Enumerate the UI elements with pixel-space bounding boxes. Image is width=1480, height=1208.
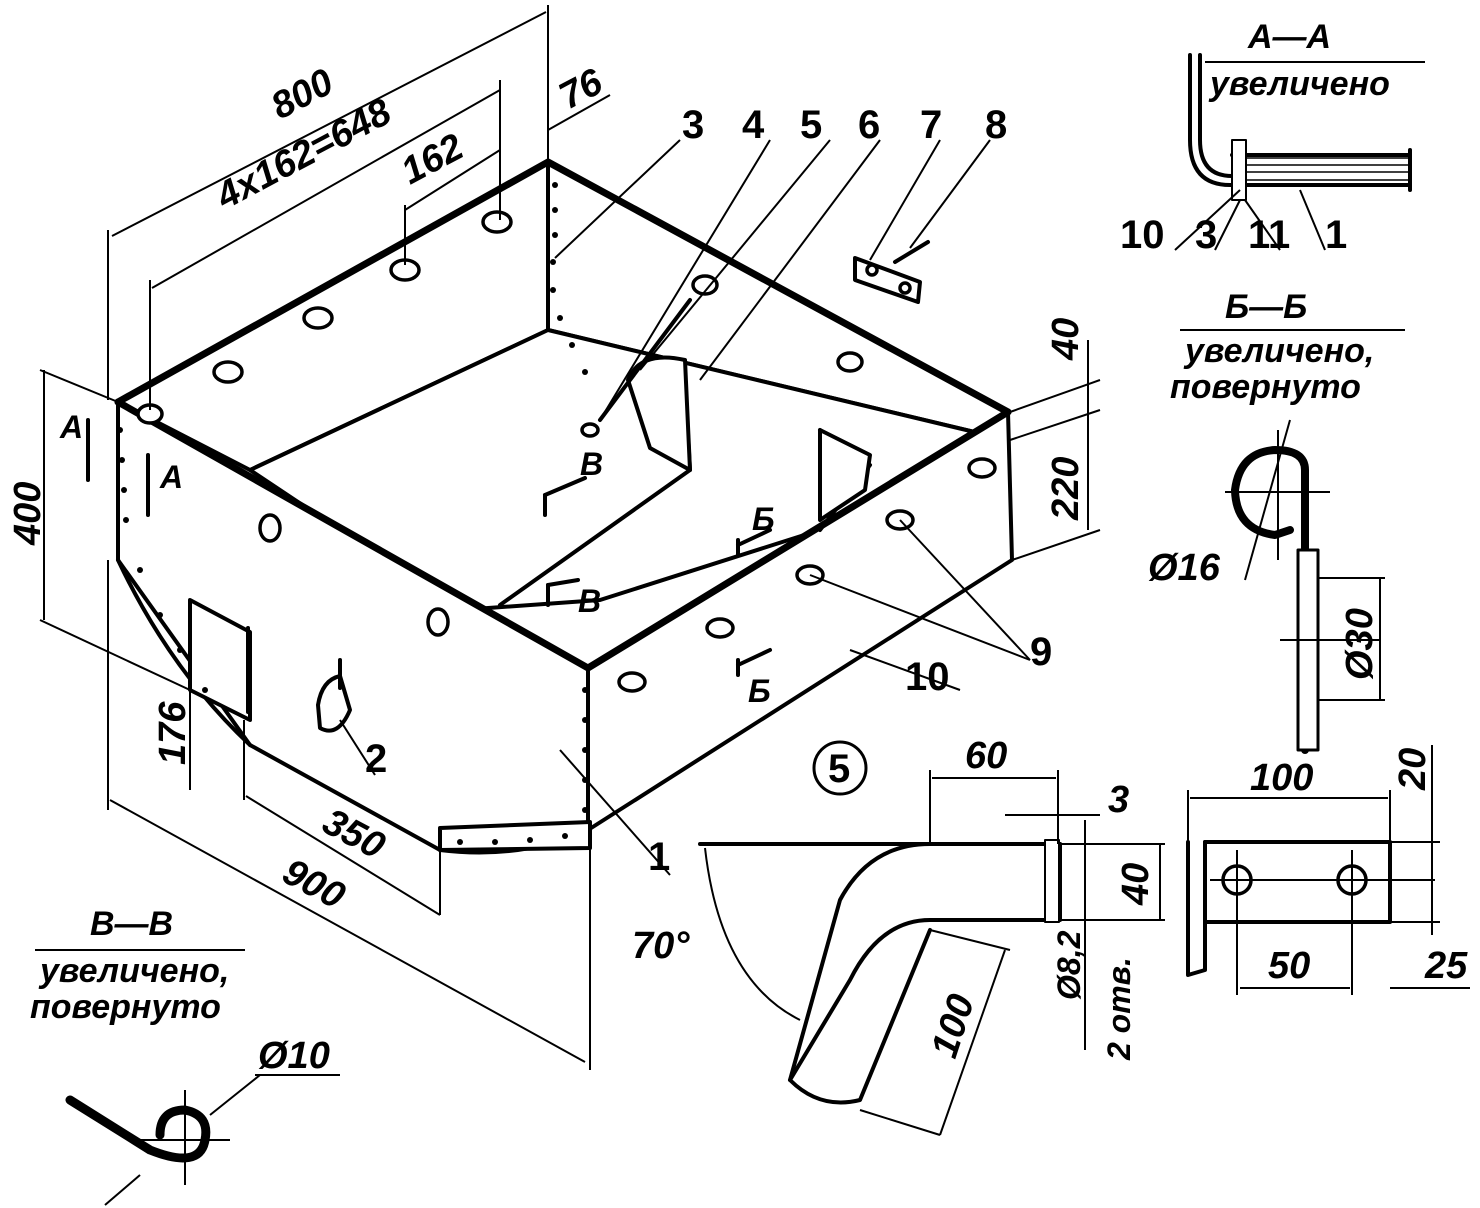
main-dimension-lines [39, 5, 1101, 1070]
dim-76: 76 [553, 61, 611, 118]
callout-5: 5 [800, 103, 822, 147]
section-marks: A A В В Б Б [59, 409, 775, 709]
d7-50: 50 [1268, 945, 1310, 987]
section-aa-title: A—A [1247, 18, 1331, 56]
section-vv: B—B увеличено, повернуто Ø10 [30, 905, 340, 1206]
box-body [114, 158, 1014, 855]
dim-220: 220 [1045, 457, 1087, 521]
callout-1: 1 [648, 835, 670, 879]
mark-v-1: В [580, 446, 603, 482]
dim-176: 176 [152, 701, 194, 765]
rivets [117, 182, 588, 845]
d5-40: 40 [1115, 863, 1157, 906]
section-vv-title: B—B [90, 905, 173, 943]
dim-900: 900 [276, 851, 352, 918]
d5-angle: 70° [632, 925, 690, 967]
svg-text:1: 1 [1325, 213, 1347, 257]
section-bb-note1: увеличено, [1183, 332, 1374, 370]
d5-60: 60 [965, 735, 1007, 777]
detail-7: 100 20 50 25 [1186, 745, 1470, 995]
section-vv-note2: повернуто [30, 988, 221, 1026]
section-aa: A—A увеличено 10 3 11 1 [1120, 18, 1425, 257]
callout-9: 9 [1030, 630, 1052, 674]
mark-b-2: Б [748, 673, 771, 709]
section-bb: Б—Б увеличено, повернуто Ø16 Ø30 [1148, 288, 1405, 754]
dim-40: 40 [1045, 318, 1087, 361]
section-bb-note2: повернуто [1170, 368, 1361, 406]
callout-3: 3 [682, 103, 704, 147]
dim-162: 162 [395, 126, 471, 193]
mark-a-2: A [159, 459, 183, 495]
d5-hole-dia: Ø8,2 [1051, 930, 1087, 1000]
callout-10: 10 [905, 655, 950, 699]
callout-4: 4 [742, 103, 765, 147]
callout-2: 2 [365, 737, 387, 781]
mark-a-1: A [59, 409, 83, 445]
mark-b-1: Б [752, 501, 775, 537]
bb-dia30: Ø30 [1339, 608, 1381, 680]
dim-400: 400 [7, 482, 49, 546]
section-bb-title: Б—Б [1225, 288, 1307, 326]
vv-dia10: Ø10 [258, 1035, 330, 1077]
detail-5-label: 5 [828, 747, 850, 791]
d5-100: 100 [924, 989, 984, 1062]
svg-text:10: 10 [1120, 213, 1165, 257]
d7-20: 20 [1392, 748, 1434, 791]
detail-5: 5 60 3 40 70° 100 Ø8,2 2 отв. [632, 735, 1165, 1136]
callout-labels: 3 4 5 6 7 8 9 10 1 2 [365, 103, 1052, 879]
callout-6: 6 [858, 103, 880, 147]
section-vv-note1: увеличено, [38, 952, 229, 990]
bb-dia16: Ø16 [1148, 547, 1221, 589]
callout-8: 8 [985, 103, 1007, 147]
d7-25: 25 [1424, 945, 1468, 987]
section-aa-note: увеличено [1208, 65, 1390, 103]
svg-text:3: 3 [1195, 213, 1217, 257]
svg-text:11: 11 [1248, 213, 1290, 257]
d7-100: 100 [1250, 757, 1313, 799]
callout-7: 7 [920, 103, 942, 147]
d5-hole-count: 2 отв. [1101, 957, 1137, 1061]
mark-v-2: В [578, 583, 601, 619]
d5-3: 3 [1108, 779, 1129, 821]
